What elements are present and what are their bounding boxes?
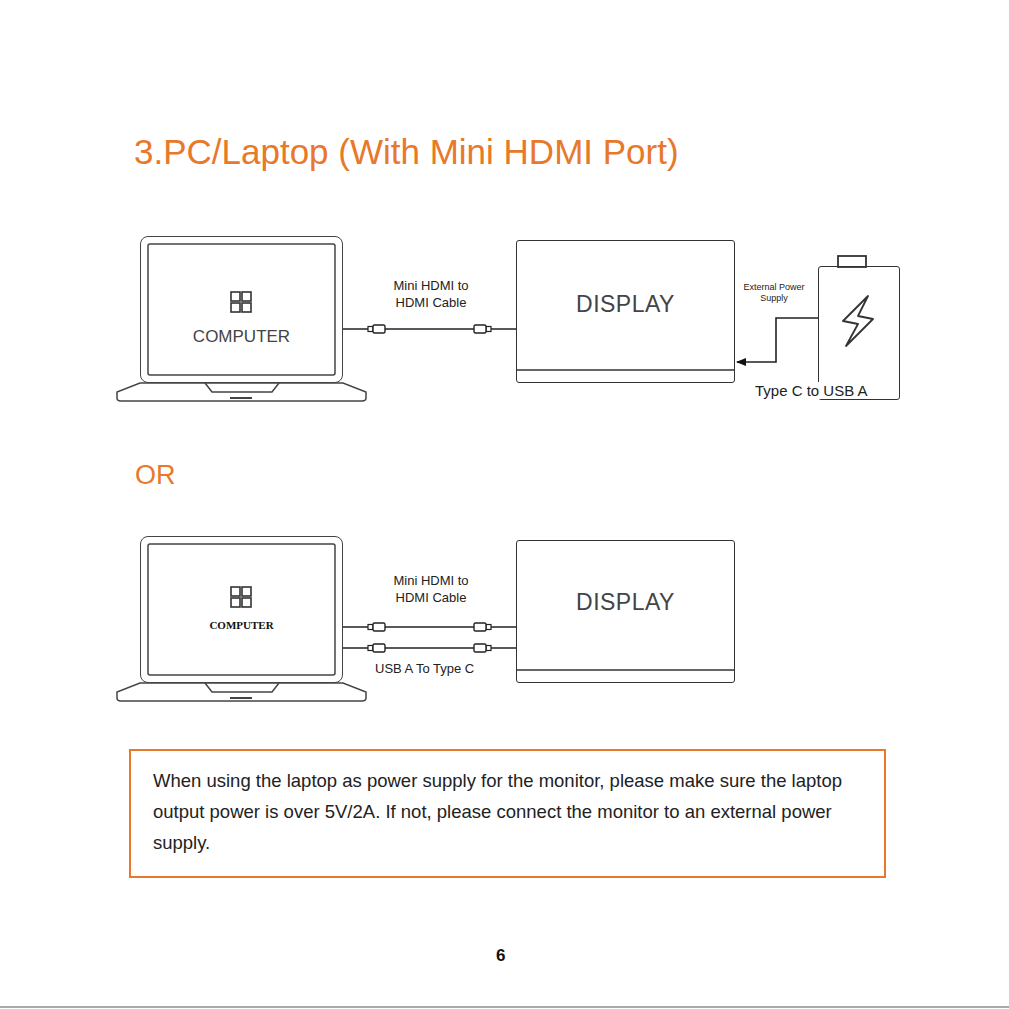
laptop-screen: COMPUTER (140, 536, 343, 683)
note-box: When using the laptop as power supply fo… (129, 749, 886, 878)
connector (737, 318, 818, 362)
or-separator: OR (135, 460, 176, 491)
edge-label: Mini HDMI to HDMI Cable (385, 572, 477, 606)
page-rule (0, 1007, 1009, 1008)
laptop-illustration (117, 544, 366, 701)
node-text: DISPLAY (517, 291, 734, 318)
cable-plug (368, 325, 385, 333)
laptop-illustration (117, 244, 366, 401)
windows-logo (231, 292, 251, 312)
node-text: COMPUTER (141, 327, 342, 347)
node-text: External Power Supply (737, 282, 811, 304)
cable-plug (368, 623, 385, 631)
edge-label: USB A To Type C (375, 661, 474, 676)
laptop-screen: COMPUTER (140, 236, 343, 383)
page-title: 3.PC/Laptop (With Mini HDMI Port) (134, 132, 679, 172)
windows-logo (231, 587, 251, 607)
power-bank: External Power Supply (818, 266, 900, 400)
page-number: 6 (496, 946, 505, 966)
node-text: When using the laptop as power supply fo… (153, 765, 860, 858)
edge-label: Mini HDMI to HDMI Cable (385, 277, 477, 311)
cable-plug (368, 644, 385, 652)
battery-illustration (838, 256, 873, 346)
edge-label: Type C to USB A (755, 382, 868, 399)
display-panel: DISPLAY (516, 540, 735, 683)
display-panel: DISPLAY (516, 240, 735, 383)
node-text: DISPLAY (517, 589, 734, 616)
cable-plug (474, 644, 491, 652)
display-bezel (517, 370, 734, 670)
cable-plug (474, 623, 491, 631)
node-text: COMPUTER (141, 619, 342, 631)
cable-plug (474, 325, 491, 333)
